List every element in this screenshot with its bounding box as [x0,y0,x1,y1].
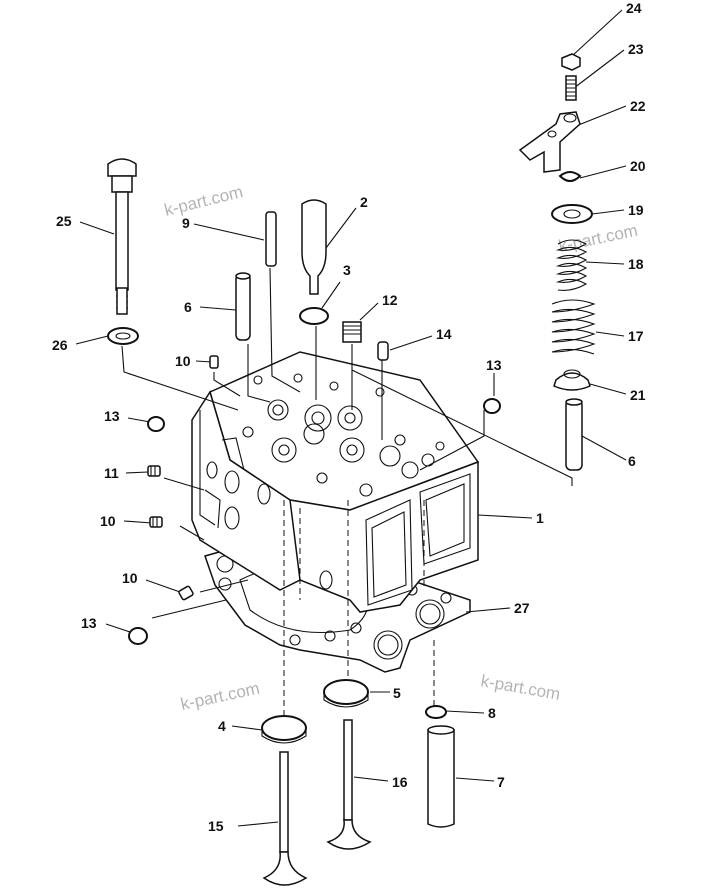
watermark: k-part.com [479,671,561,704]
callout-21: 21 [630,387,646,403]
cylinder-head-body [191,351,480,613]
callout-10: 10 [175,353,191,369]
callout-8: 8 [488,705,496,721]
set-screw [178,585,194,601]
callout-15: 15 [208,818,224,834]
callout-13: 13 [81,615,97,631]
valve-seat-insert [261,715,307,744]
leader-lines [75,9,627,827]
callout-23: 23 [628,41,644,57]
callout-22: 22 [630,98,646,114]
expansion-plug [128,627,148,645]
callout-25: 25 [56,213,72,229]
callout-1: 1 [536,510,544,526]
valve-seat-insert [323,679,369,708]
callout-10: 10 [122,570,138,586]
water-sleeve [427,725,455,828]
plug-screw [147,465,161,477]
callout-labels: 1 2 3 4 5 6 6 7 8 9 10 10 10 11 12 13 13… [52,0,646,834]
callout-11: 11 [104,465,119,481]
callout-10: 10 [100,513,116,529]
watermark: k-part.com [162,182,245,220]
valve-guide [235,272,251,341]
head-bolt [107,158,137,315]
intake-valve [326,719,372,850]
callout-6: 6 [184,299,192,315]
watermark: k-part.com [557,221,639,256]
callout-5: 5 [393,685,401,701]
plug [342,321,362,343]
adjusting-nut [561,53,581,71]
callout-26: 26 [52,337,68,353]
set-screw [209,355,219,369]
o-ring [425,705,447,719]
callout-3: 3 [343,262,351,278]
callout-9: 9 [182,215,190,231]
expansion-plug [483,398,501,414]
watermark: k-part.com [179,679,261,714]
callout-13: 13 [486,357,502,373]
callout-18: 18 [628,256,644,272]
callout-16: 16 [392,774,408,790]
adjusting-screw [565,75,577,101]
set-screw [149,516,163,528]
callout-6: 6 [628,453,636,469]
o-ring [299,307,329,325]
dowel [377,341,389,361]
expansion-plug [147,416,165,432]
injector-sleeve [301,199,327,295]
callout-2: 2 [360,194,368,210]
inner-valve-spring [555,239,588,291]
callout-4: 4 [218,718,226,734]
callout-24: 24 [626,0,642,16]
spring-retainer [551,204,593,224]
valve-guide [565,398,583,471]
callout-19: 19 [628,202,644,218]
washer [107,327,139,345]
outer-valve-spring [551,299,596,355]
callout-13: 13 [104,408,120,424]
callout-12: 12 [382,292,398,308]
dowel-pin [265,211,277,267]
callout-7: 7 [497,774,505,790]
exhaust-valve [262,751,308,886]
spring-seat [553,369,591,391]
callout-20: 20 [630,158,646,174]
callout-27: 27 [514,600,530,616]
crosshead [518,111,581,173]
callout-17: 17 [628,328,644,344]
callout-14: 14 [436,326,452,342]
valve-keeper [558,171,582,182]
